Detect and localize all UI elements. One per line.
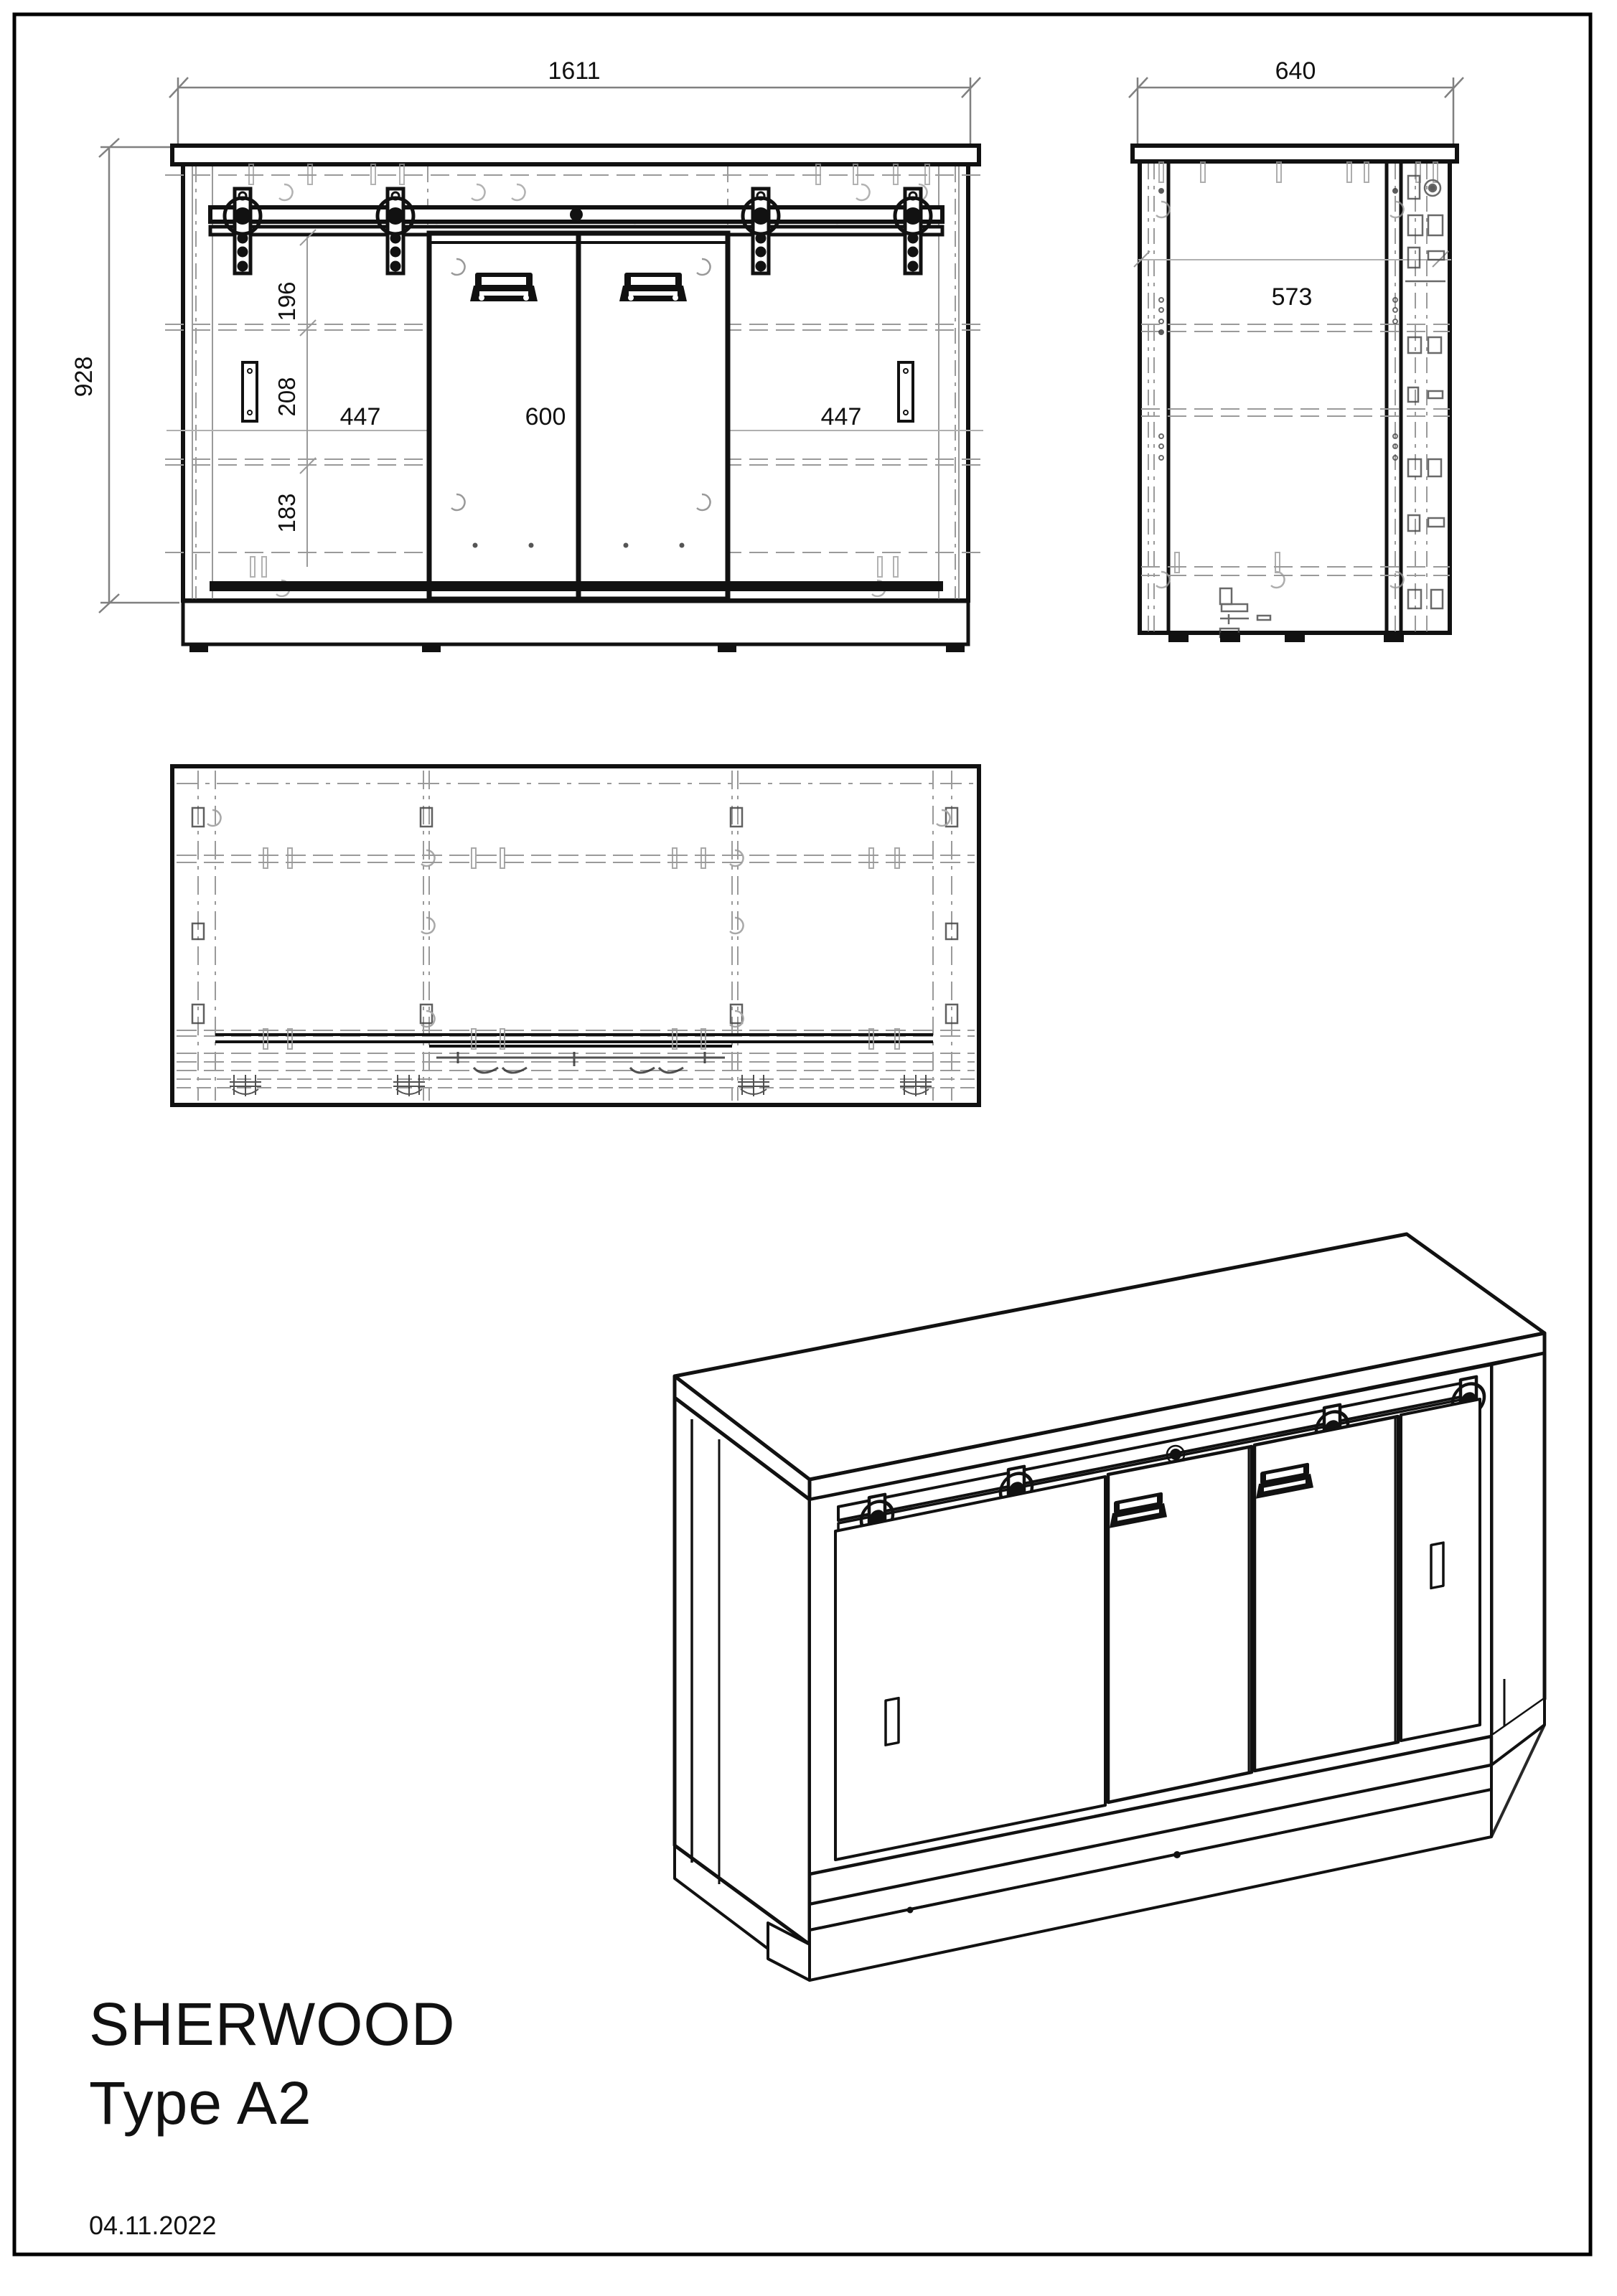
dim-label-left-447: 447: [340, 403, 381, 430]
dim-label-side-inner: 573: [1272, 283, 1313, 311]
iso-plinth: [807, 1734, 1494, 1982]
side-foot-1: [1168, 633, 1189, 642]
dimension-front-bays: 447 600 447: [340, 403, 862, 430]
foot-3: [718, 643, 736, 652]
plan-rails: [215, 1033, 933, 1048]
rail-center-fixing: [570, 208, 583, 221]
side-inner-panels: [1166, 164, 1403, 631]
front-right-panel-slot: [897, 361, 914, 423]
iso-door-right-fixed: [1400, 1398, 1481, 1742]
side-top-panel: [1130, 144, 1459, 164]
front-sliding-door-left: [426, 230, 581, 602]
dimension-front-width: 1611: [169, 57, 981, 154]
side-foot-3: [1285, 633, 1305, 642]
front-roller-hanger-3: [743, 189, 779, 273]
iso-door-left-fixed: [834, 1475, 1107, 1861]
dimension-front-height: 928: [70, 138, 179, 613]
iso-door-slide-1: [1106, 1444, 1254, 1805]
dim-label-center-600: 600: [525, 403, 566, 430]
side-fittings: [1155, 161, 1445, 639]
side-foot-2: [1220, 633, 1240, 642]
side-elevation-view: 640: [1128, 57, 1464, 642]
front-sliding-door-right: [576, 230, 731, 602]
side-carcass: [1138, 159, 1452, 635]
drawing-date: 04.11.2022: [89, 2211, 217, 2240]
iso-top-slab: [672, 1232, 1547, 1502]
iso-door-slide-2: [1252, 1414, 1400, 1773]
dim-label-seg-208: 208: [273, 377, 300, 416]
front-plinth: [181, 581, 970, 652]
front-sliding-rail: [208, 205, 945, 237]
side-foot-4: [1384, 633, 1404, 642]
front-roller-hanger-2: [378, 189, 413, 273]
product-name: SHERWOOD: [89, 1990, 455, 2058]
dim-label-right-447: 447: [821, 403, 862, 430]
top-plan-view: [170, 764, 981, 1107]
front-elevation-view: 1611 928: [70, 57, 985, 652]
plan-fittings: [191, 806, 959, 1096]
dim-label-seg-196: 196: [273, 281, 300, 321]
dimension-front-shelf-stack: 196 208 183: [273, 229, 317, 567]
front-top-panel: [170, 144, 981, 166]
foot-2: [422, 643, 441, 652]
dim-label-side-depth: 640: [1275, 57, 1316, 85]
iso-right-post: [1489, 1352, 1547, 1766]
isometric-view: [672, 1232, 1547, 1982]
page-border: [12, 12, 1593, 2257]
product-type: Type A2: [89, 2069, 312, 2137]
dimension-side-depth: 640: [1128, 57, 1464, 154]
side-construction-lines: [1133, 164, 1451, 631]
iso-left-side-panel: [672, 1396, 812, 1982]
dim-label-seg-183: 183: [273, 493, 300, 532]
front-roller-hanger-1: [225, 189, 261, 273]
front-roller-hanger-4: [895, 189, 931, 273]
foot-1: [189, 643, 208, 652]
title-block: SHERWOOD Type A2 04.11.2022: [89, 1990, 455, 2240]
front-left-panel-slot: [241, 361, 258, 423]
dim-label-front-width: 1611: [548, 57, 600, 85]
foot-4: [946, 643, 965, 652]
dim-label-front-height: 928: [70, 357, 98, 397]
